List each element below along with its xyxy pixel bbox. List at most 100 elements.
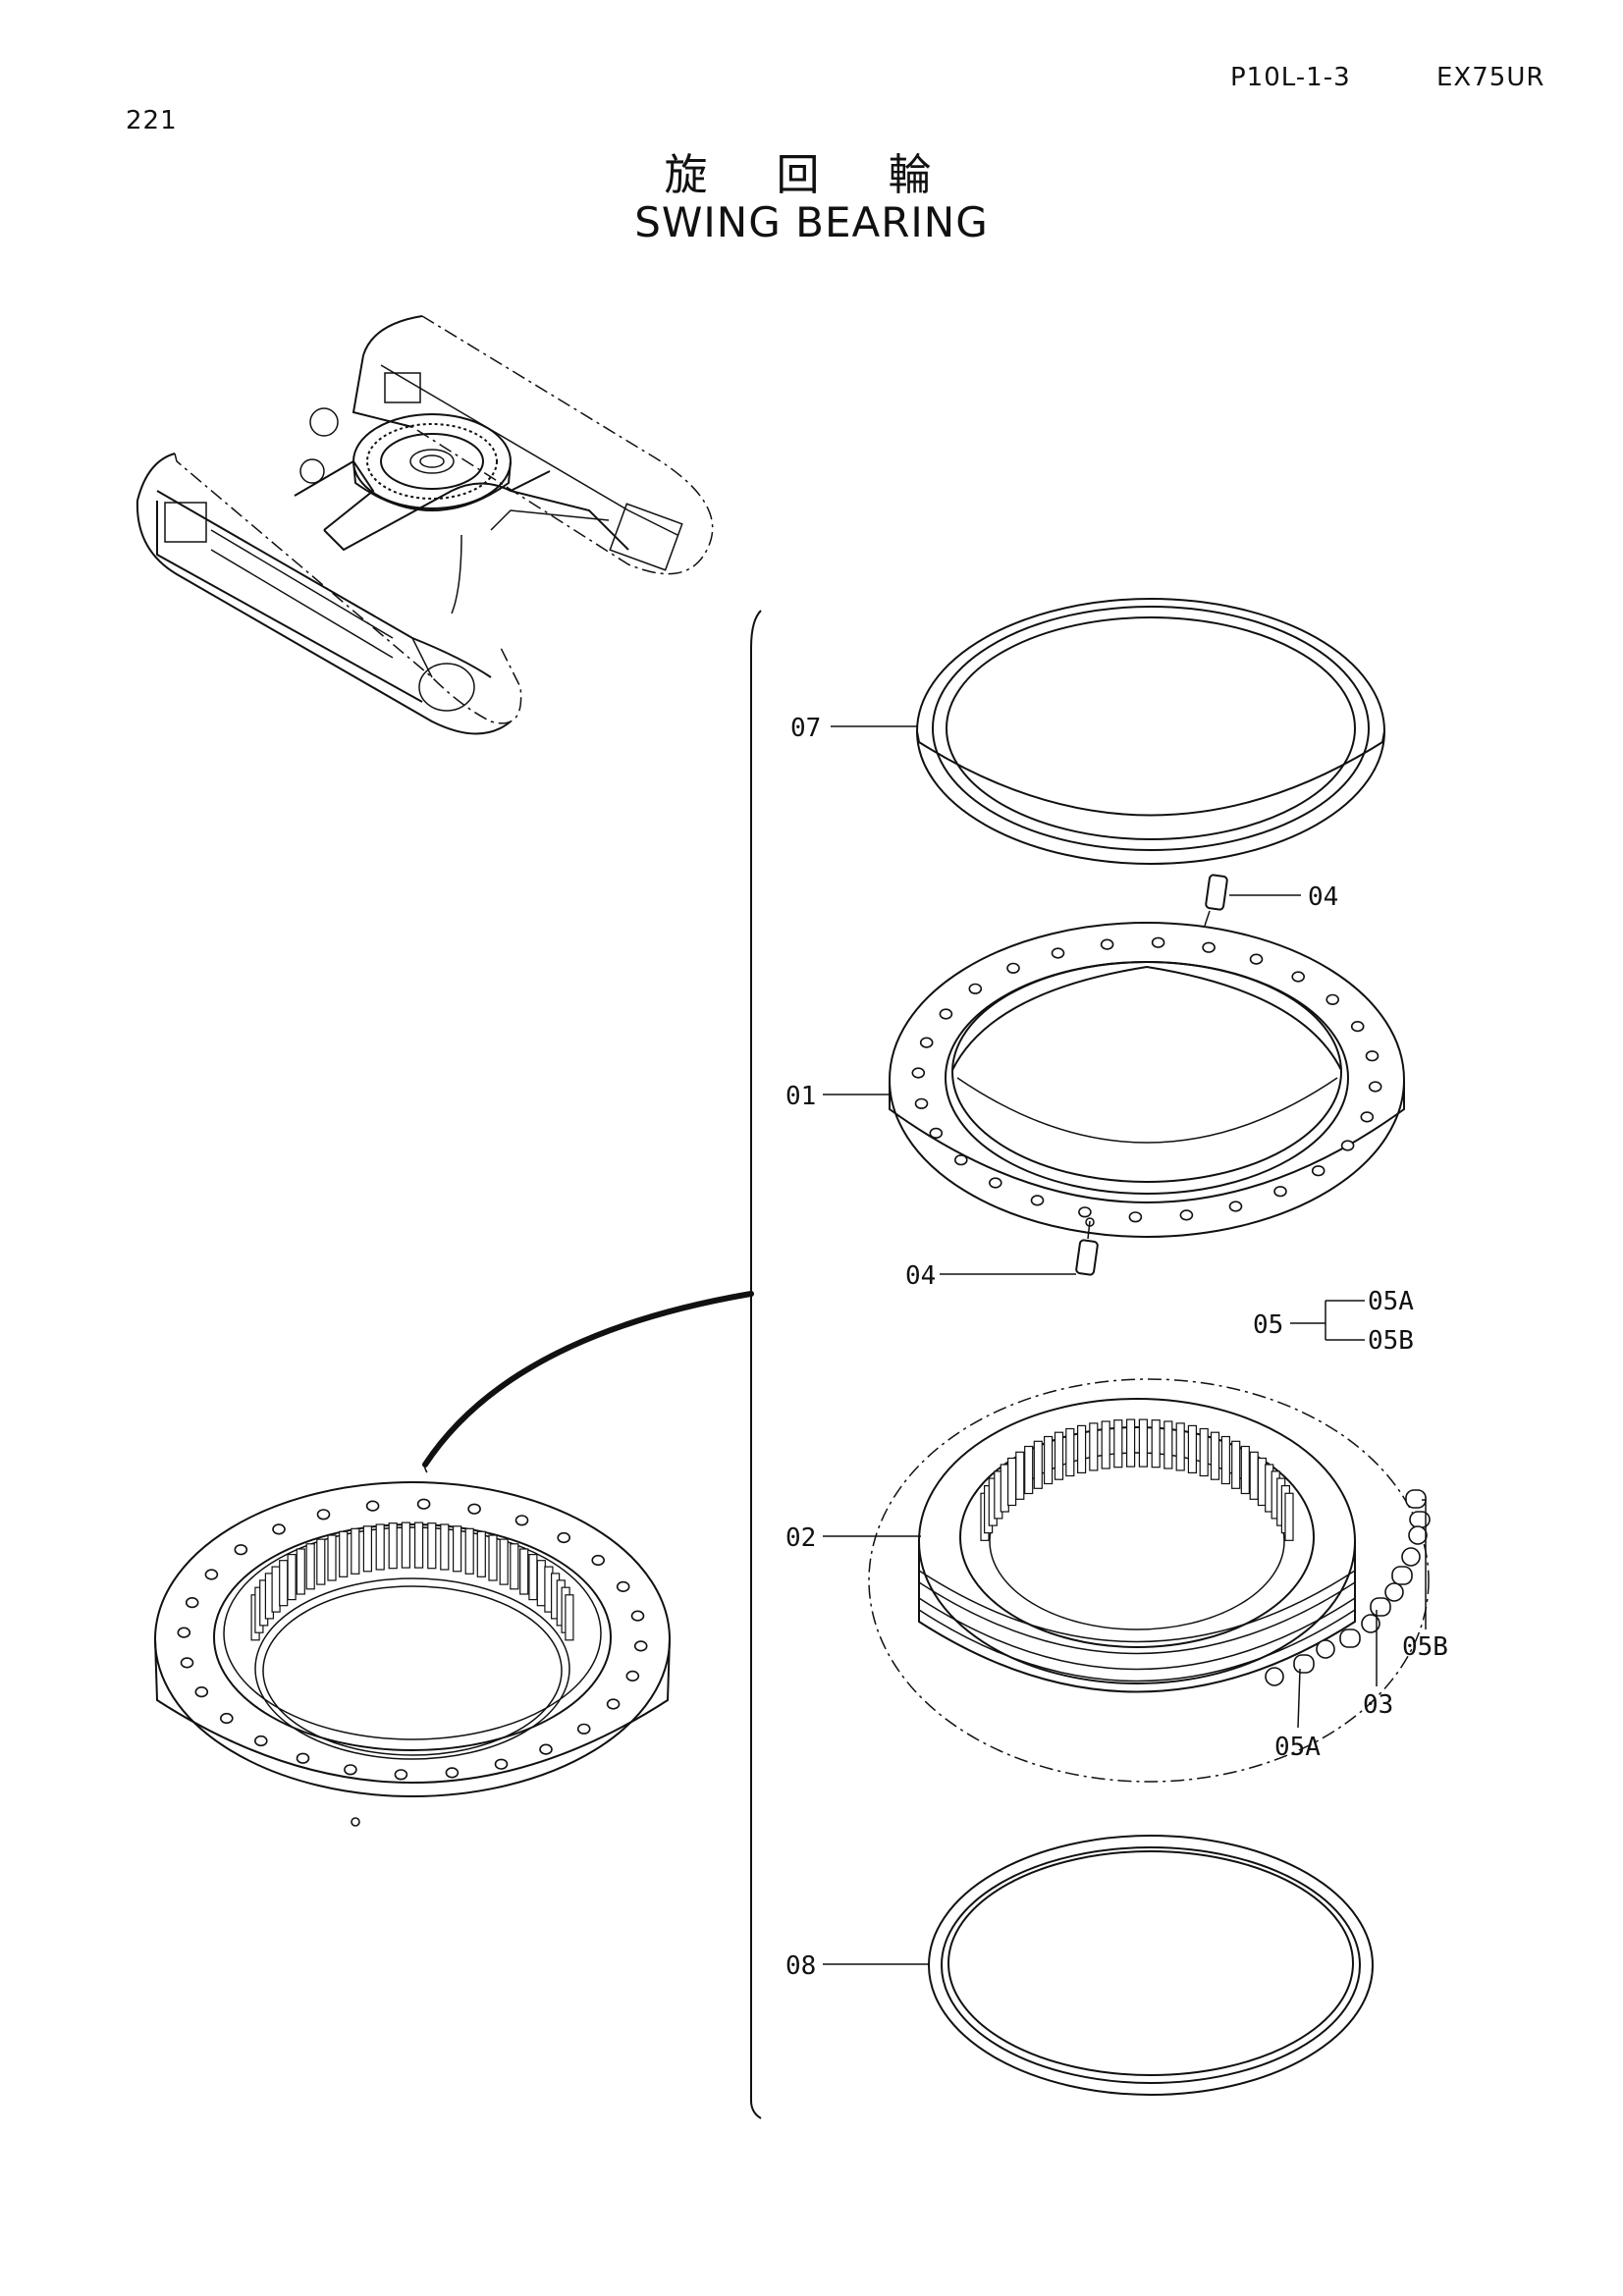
bolt-hole — [1365, 1050, 1380, 1062]
gear-tooth — [536, 1560, 546, 1607]
bolt-hole — [616, 1580, 630, 1592]
grease-nipple-top — [1205, 874, 1228, 911]
bolt-hole — [1273, 1186, 1287, 1198]
gear-tooth — [427, 1522, 437, 1570]
gear-tooth — [316, 1538, 326, 1585]
gear-tooth — [1089, 1422, 1099, 1471]
bolt-hole — [633, 1640, 648, 1652]
rollers-and-spacers — [1265, 1489, 1431, 1686]
bolt-hole — [1360, 1111, 1375, 1123]
bolt-hole — [296, 1752, 310, 1764]
title-english: SWING BEARING — [634, 198, 989, 246]
bolt-hole — [394, 1769, 408, 1781]
bolt-hole — [953, 1154, 968, 1166]
gear-tooth — [1163, 1420, 1173, 1469]
bolt-hole — [416, 1498, 431, 1510]
gear-tooth — [499, 1538, 509, 1585]
bolt-hole — [1078, 1206, 1092, 1218]
gear-tooth — [1006, 1457, 1017, 1507]
gear-tooth — [1024, 1445, 1034, 1495]
gear-tooth — [287, 1553, 297, 1601]
bolt-hole — [1368, 1081, 1382, 1093]
gear-tooth — [327, 1534, 337, 1581]
gear-tooth — [1015, 1451, 1025, 1500]
part-08-lower-seal — [928, 1835, 1374, 2096]
bolt-hole — [929, 1127, 944, 1139]
bolt-hole — [1249, 953, 1264, 965]
title-japanese: 旋 回 輪 — [664, 150, 959, 200]
gear-tooth — [305, 1543, 315, 1590]
gear-tooth — [1113, 1419, 1123, 1468]
bolt-hole — [1006, 962, 1020, 974]
gear-tooth — [401, 1522, 410, 1569]
bolt-hole — [253, 1735, 268, 1747]
bolt-hole — [234, 1544, 248, 1556]
gear-tooth — [510, 1543, 519, 1590]
gear-tooth — [1220, 1435, 1231, 1485]
gear-tooth — [1151, 1419, 1161, 1468]
page-number: 221 — [126, 106, 178, 135]
bolt-hole — [1228, 1201, 1243, 1212]
bolt-hole — [1128, 1211, 1143, 1223]
grouping-bracket — [422, 610, 762, 2119]
model-code: EX75UR — [1436, 63, 1545, 92]
bolt-hole — [365, 1500, 380, 1512]
part-02-inner-ring — [868, 1378, 1431, 1783]
gear-tooth — [464, 1527, 474, 1575]
gear-tooth — [1175, 1422, 1185, 1471]
bolt-hole — [514, 1515, 529, 1526]
gear-tooth — [1231, 1440, 1241, 1489]
gear-tooth — [388, 1522, 398, 1570]
gear-tooth — [440, 1523, 450, 1571]
gear-tooth — [1065, 1427, 1075, 1477]
bolt-hole — [576, 1723, 591, 1735]
bolt-hole — [988, 1177, 1002, 1189]
bolt-hole — [467, 1503, 481, 1515]
gear-tooth — [375, 1523, 385, 1571]
bolt-hole — [1179, 1209, 1194, 1221]
gear-tooth — [1054, 1431, 1064, 1480]
bolt-hole — [1311, 1165, 1325, 1177]
gear-tooth — [1249, 1451, 1259, 1500]
bolt-hole — [968, 983, 983, 994]
section-code: P10L-1-3 — [1230, 63, 1351, 92]
gear-tooth — [1076, 1424, 1087, 1474]
part-07-upper-seal — [916, 598, 1385, 865]
callout-05a-bracket: 05A — [1368, 1287, 1414, 1316]
gear-tooth — [1210, 1431, 1220, 1480]
gear-tooth — [488, 1534, 498, 1581]
callout-05a: 05A — [1274, 1733, 1321, 1762]
bolt-hole — [606, 1698, 621, 1710]
bolt-hole — [220, 1712, 234, 1725]
bolt-hole — [1051, 947, 1065, 959]
bolt-hole — [1340, 1140, 1355, 1151]
gear-tooth — [414, 1522, 424, 1569]
gear-tooth — [519, 1548, 529, 1595]
callout-04-bottom: 04 — [905, 1261, 936, 1291]
callout-02: 02 — [785, 1523, 816, 1553]
gear-tooth — [1043, 1435, 1054, 1485]
gear-tooth — [1240, 1445, 1250, 1495]
bolt-hole — [272, 1523, 286, 1535]
gear-tooth — [339, 1530, 349, 1577]
gear-tooth — [453, 1525, 462, 1573]
gear-tooth — [1125, 1418, 1136, 1468]
bolt-hole — [1325, 993, 1339, 1005]
gear-tooth — [565, 1594, 574, 1641]
assembled-bearing-view — [154, 1481, 671, 1827]
callout-05: 05 — [1253, 1310, 1283, 1340]
gear-tooth — [528, 1553, 538, 1601]
bolt-hole — [557, 1531, 571, 1544]
bolt-hole — [177, 1627, 191, 1638]
callout-08: 08 — [785, 1951, 816, 1981]
gear-tooth — [296, 1548, 305, 1595]
gear-tooth — [1138, 1418, 1149, 1468]
part-01-outer-ring — [889, 874, 1405, 1276]
grease-nipple-bottom — [1075, 1239, 1099, 1276]
bolt-hole — [911, 1067, 926, 1079]
bolt-hole — [204, 1569, 219, 1580]
callout-leaders — [823, 725, 1427, 1965]
bolt-hole — [185, 1596, 199, 1609]
bolt-hole — [591, 1554, 606, 1567]
bolt-hole — [919, 1037, 934, 1048]
